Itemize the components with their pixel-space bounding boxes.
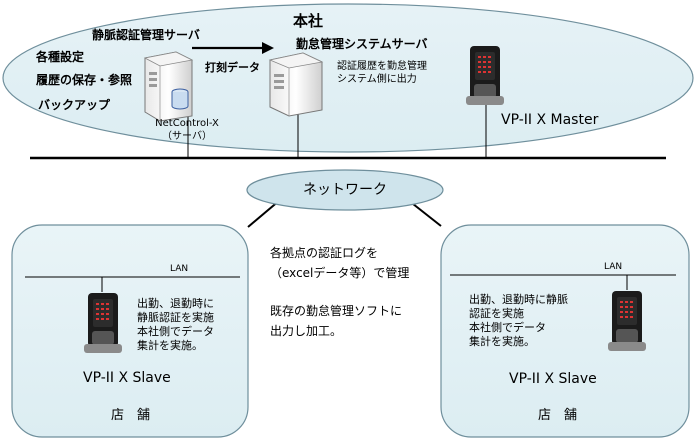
master-device-label: VP-II X Master <box>501 112 599 128</box>
vein-auth-server-icon <box>143 51 194 122</box>
arrow-label: 打刻データ <box>205 61 260 74</box>
master-device-icon <box>466 46 504 105</box>
attendance-server-label: 勤怠管理システムサーバ <box>296 37 428 51</box>
left-store-description: 出勤、退勤時に 静脈認証を実施 本社側でデータ 集計を実施。 <box>137 297 214 352</box>
network-ellipse <box>246 169 444 211</box>
network-label: ネットワーク <box>303 182 387 198</box>
server-caption: NetControl-X （サーバ） <box>155 118 219 142</box>
hq-title: 本社 <box>293 12 324 30</box>
right-store-name: 店 舗 <box>538 408 578 423</box>
center-text-export: 既存の勤怠管理ソフトに 出力し加工。 <box>270 304 403 338</box>
right-slave-device-icon <box>608 291 646 351</box>
left-slave-device-icon <box>84 293 122 353</box>
left-slave-device-label: VP-II X Slave <box>83 370 171 386</box>
function-history: 履歴の保存・参照 <box>36 73 133 87</box>
store-left-box <box>11 224 249 438</box>
function-backup: バックアップ <box>38 98 111 112</box>
center-text-log-management: 各拠点の認証ログを （excelデータ等）で管理 <box>270 246 410 280</box>
function-settings: 各種設定 <box>36 50 85 64</box>
right-lan-label: LAN <box>604 262 623 272</box>
right-store-description: 出勤、退勤時に静脈 認証を実施 本社側でデータ 集計を実施。 <box>469 293 568 348</box>
left-store-name: 店 舗 <box>111 408 151 423</box>
left-lan-label: LAN <box>170 264 189 274</box>
right-slave-device-label: VP-II X Slave <box>509 371 597 387</box>
vein-server-label: 静脈認証管理サーバ <box>92 28 200 42</box>
attendance-server-icon <box>268 52 324 117</box>
attendance-note: 認証履歴を勤怠管理 システム側に出力 <box>337 61 427 85</box>
